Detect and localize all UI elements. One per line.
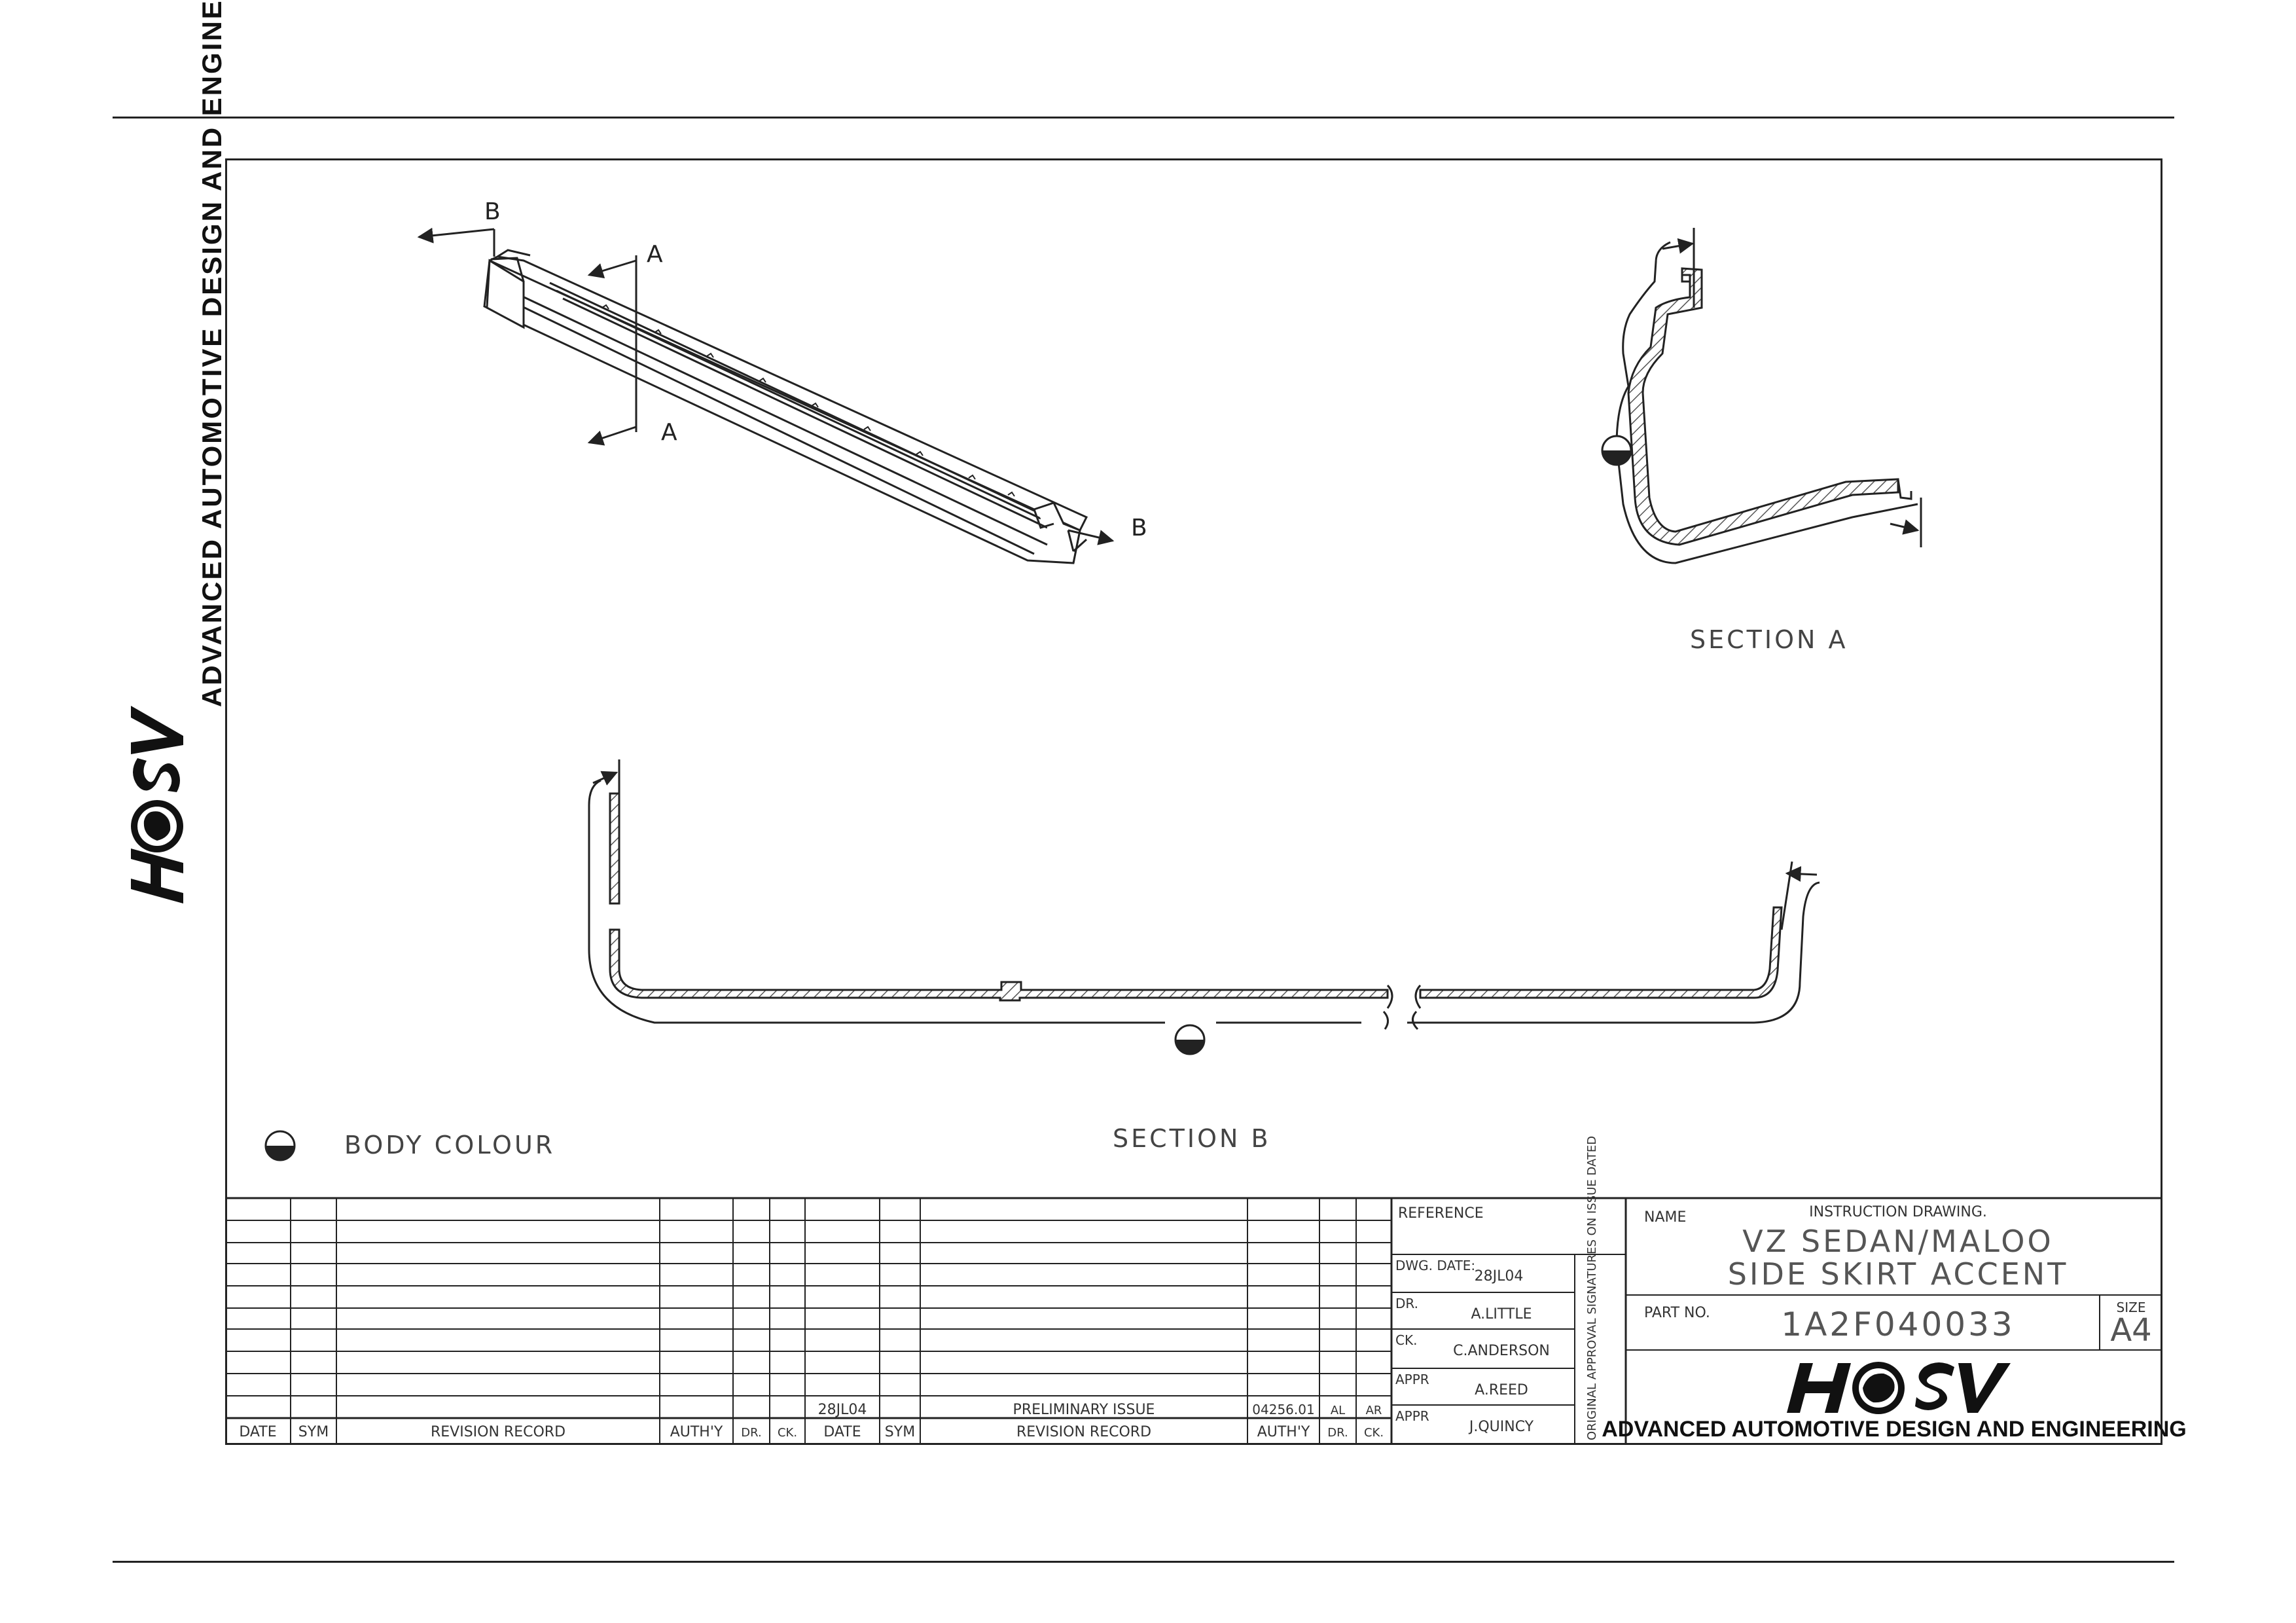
- revision-table-headers: DATE SYM REVISION RECORD AUTH'Y DR. CK. …: [239, 1424, 1384, 1440]
- side-logo-mark: [131, 706, 183, 903]
- legend-label: BODY COLOUR: [344, 1131, 555, 1159]
- hdr-record-1: REVISION RECORD: [431, 1424, 565, 1440]
- section-b-body-colour-marker: [1174, 1024, 1206, 1055]
- part-no-label: PART NO.: [1644, 1305, 1710, 1321]
- hdr-record-2: REVISION RECORD: [1016, 1424, 1151, 1440]
- iso-clips: [601, 304, 1015, 497]
- section-a-title: SECTION A: [1690, 625, 1848, 654]
- hdr-date-2: DATE: [823, 1424, 861, 1440]
- size-label: SIZE: [2117, 1300, 2146, 1315]
- revision-entry: 28JL04 PRELIMINARY ISSUE 04256.01 AL AR: [818, 1402, 1382, 1418]
- part-no: 1A2F040033: [1781, 1305, 2015, 1343]
- iso-label-a-bottom: A: [661, 419, 677, 446]
- hdr-sym-2: SYM: [885, 1424, 915, 1440]
- ck-label: CK.: [1395, 1332, 1417, 1348]
- title-block-logo: [1787, 1362, 2011, 1414]
- top-rule: [113, 117, 2174, 119]
- entry-record: PRELIMINARY ISSUE: [1013, 1402, 1155, 1418]
- title-line-1: VZ SEDAN/MALOO: [1742, 1224, 2053, 1259]
- revision-table: [225, 1197, 2162, 1445]
- iso-label-b-bottom: B: [1131, 515, 1147, 541]
- section-b-profile: [588, 759, 1820, 1030]
- hdr-auth-1: AUTH'Y: [670, 1424, 723, 1440]
- iso-label-a-top: A: [647, 241, 663, 268]
- bottom-rule: [113, 1561, 2174, 1563]
- size-value: A4: [2110, 1312, 2151, 1349]
- title-block: NAME INSTRUCTION DRAWING. VZ SEDAN/MALOO…: [1602, 1204, 2187, 1442]
- hdr-dr-2: DR.: [1327, 1426, 1348, 1440]
- dwg-date: 28JL04: [1475, 1268, 1524, 1285]
- legend-body-colour-symbol: [264, 1130, 296, 1161]
- approval-block: REFERENCE DWG. DATE: 28JL04 DR. A.LITTLE…: [1395, 1136, 1599, 1440]
- appr2-name: J.QUINCY: [1468, 1419, 1534, 1435]
- hdr-ck-2: CK.: [1364, 1426, 1384, 1440]
- section-a-profile: [1615, 228, 1922, 564]
- title-line-2: SIDE SKIRT ACCENT: [1728, 1256, 2069, 1292]
- side-logo: [131, 706, 183, 903]
- hdr-sym-1: SYM: [298, 1424, 329, 1440]
- appr1-name: A.REED: [1475, 1382, 1528, 1398]
- entry-dr: AL: [1331, 1404, 1345, 1417]
- iso-label-b-top: B: [484, 198, 501, 225]
- drawing-frame: [225, 158, 2162, 1445]
- appr1-label: APPR: [1395, 1372, 1429, 1387]
- dr-label: DR.: [1395, 1296, 1418, 1311]
- reference-label: REFERENCE: [1398, 1205, 1484, 1222]
- dwg-date-label: DWG. DATE:: [1395, 1258, 1475, 1273]
- hdr-dr-1: DR.: [741, 1426, 761, 1440]
- dr-name: A.LITTLE: [1471, 1306, 1532, 1322]
- appr2-label: APPR: [1395, 1408, 1429, 1424]
- approval-vertical-note: ORIGINAL APPROVAL SIGNATURES ON ISSUE DA…: [1585, 1136, 1599, 1440]
- ck-name: C.ANDERSON: [1453, 1343, 1550, 1359]
- hdr-auth-2: AUTH'Y: [1257, 1424, 1310, 1440]
- hdr-date-1: DATE: [239, 1424, 276, 1440]
- name-label: NAME: [1644, 1209, 1686, 1226]
- instruction-label: INSTRUCTION DRAWING.: [1809, 1204, 1987, 1220]
- entry-date: 28JL04: [818, 1402, 867, 1418]
- section-b-title: SECTION B: [1113, 1124, 1271, 1153]
- title-company-line: ADVANCED AUTOMOTIVE DESIGN AND ENGINEERI…: [1602, 1417, 2187, 1442]
- section-a-body-colour-marker: [1601, 435, 1632, 466]
- entry-auth: 04256.01: [1252, 1402, 1314, 1417]
- iso-view: [417, 227, 1115, 564]
- hdr-ck-1: CK.: [778, 1426, 797, 1440]
- entry-ck: AR: [1366, 1404, 1382, 1417]
